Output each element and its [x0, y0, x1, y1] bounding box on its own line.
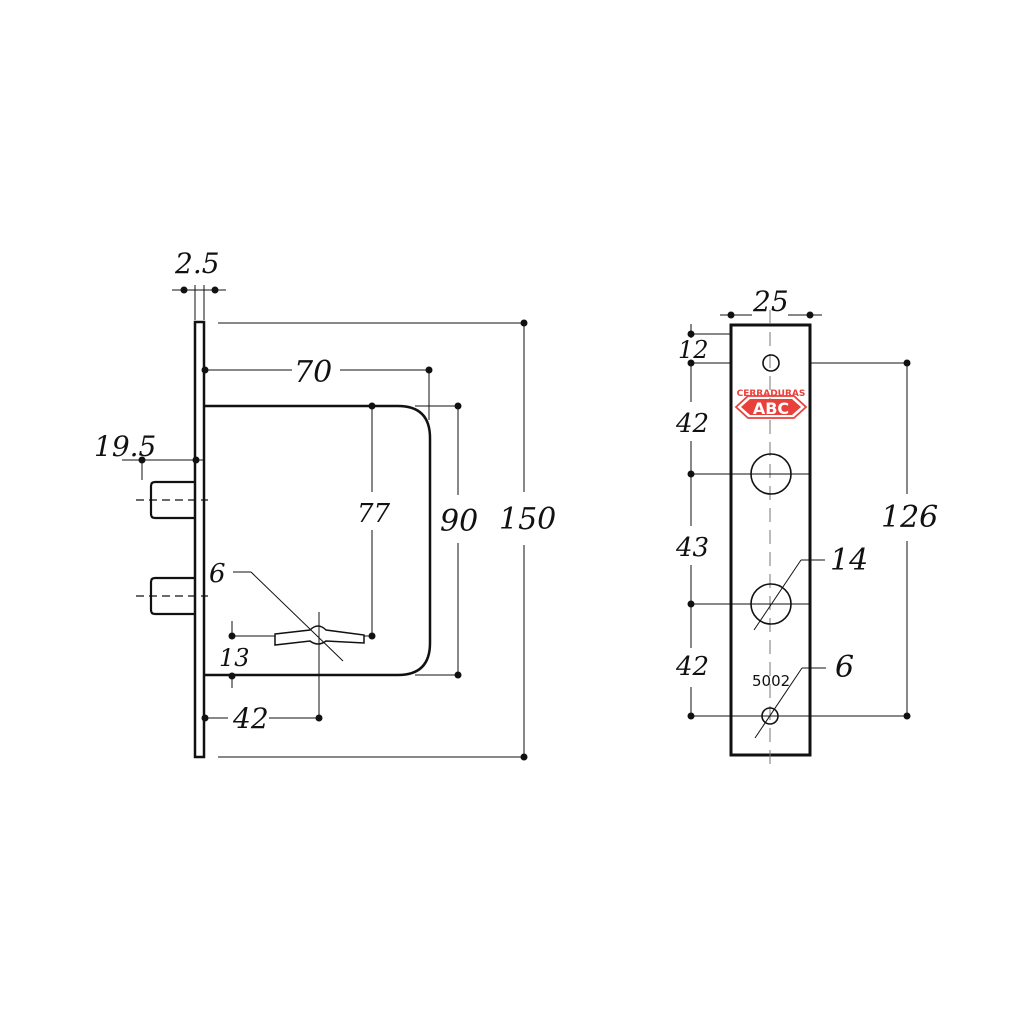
model-number: 5002: [752, 672, 790, 690]
dim-screw-hole-diameter: 6: [835, 650, 854, 685]
dim-backset-width: 70: [294, 355, 332, 390]
logo-brand-top: CERRADURAS: [737, 389, 806, 399]
faceplate-side: [193, 320, 206, 759]
logo-diamond-fill: [741, 399, 801, 415]
top-screw-hole: [762, 354, 780, 372]
dim-faceplate-length: 150: [499, 502, 556, 537]
dim-spacing-2: 43: [675, 533, 709, 563]
dim-keyhole-diameter: 6: [209, 559, 226, 589]
dim-case-height: 90: [440, 504, 478, 539]
front-view: [687, 310, 911, 772]
faceplate-front: [729, 323, 812, 757]
dim-faceplate-thickness: 2.5: [174, 247, 220, 280]
side-view: [122, 285, 528, 761]
logo-brand-main: ABC: [753, 399, 789, 418]
dim-spacing-1: 42: [675, 409, 709, 439]
lock-case: [205, 404, 432, 677]
dim-keyhole-distance: 42: [232, 702, 269, 735]
dim-top-hole-offset: 12: [678, 336, 709, 364]
dim-faceplate-width: 25: [752, 285, 789, 318]
dim-case-height-inner: 77: [357, 499, 391, 529]
cerraduras-abc-logo: CERRADURAS ABC: [734, 389, 808, 419]
dim-total-hole-span: 126: [881, 500, 938, 535]
logo-diamond-outline: [734, 395, 808, 419]
dim-cylinder-hole-diameter: 14: [830, 543, 868, 578]
dim-spacing-3: 42: [675, 652, 709, 682]
dim-keyhole-offset: 13: [219, 644, 250, 672]
dim-bolt-offset: 19.5: [94, 430, 156, 463]
